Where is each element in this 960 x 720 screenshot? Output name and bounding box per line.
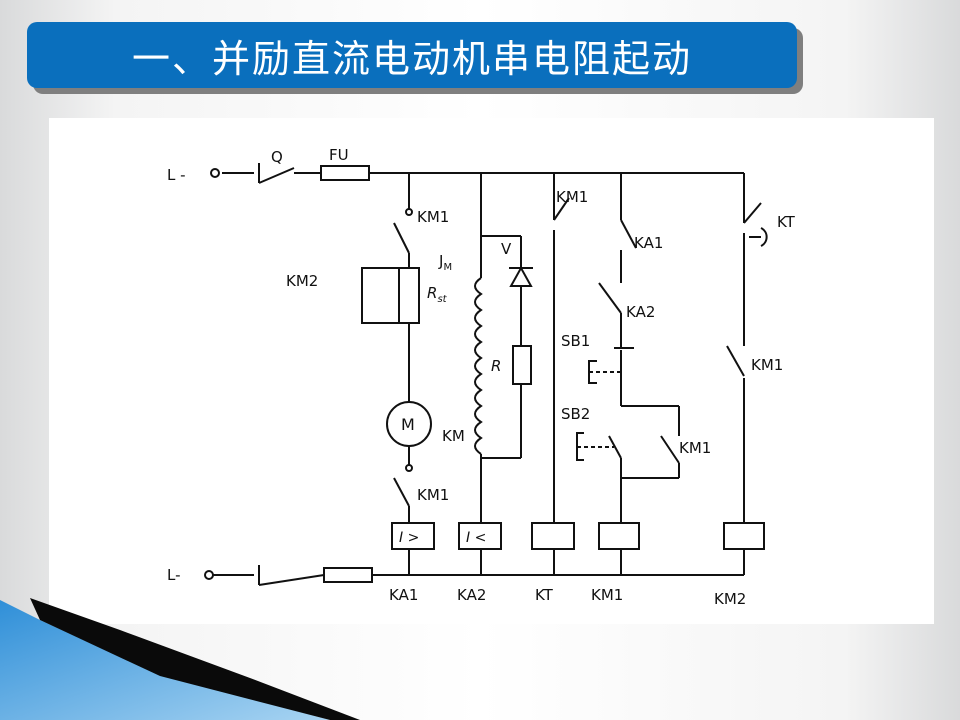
coil-km2 bbox=[723, 522, 765, 550]
kt-delay-arc bbox=[760, 227, 768, 247]
label-kt-contact: KT bbox=[777, 213, 796, 231]
label-km1-bottom: KM1 bbox=[417, 486, 449, 504]
label-ka2-contact: KA2 bbox=[626, 303, 655, 321]
slide-title: 一、并励直流电动机串电阻起动 bbox=[131, 36, 692, 81]
label-relay1: I > bbox=[399, 530, 419, 546]
relay-ka1 bbox=[391, 522, 435, 550]
km1-top-contact bbox=[393, 222, 410, 254]
label-v: V bbox=[501, 240, 512, 258]
label-km1-nc: KM1 bbox=[556, 188, 588, 206]
kt-time-contact bbox=[743, 202, 762, 224]
switch-q-blade bbox=[258, 167, 295, 184]
label-km-field: KM bbox=[442, 427, 465, 445]
label-km1-right: KM1 bbox=[751, 356, 783, 374]
diode bbox=[509, 265, 533, 287]
circuit-figure-panel: L - L- Q FU KM1 KM2 JM Rst V R M KM KM1 … bbox=[49, 118, 934, 624]
bottom-terminal bbox=[204, 570, 214, 580]
label-l-plus: L - bbox=[167, 166, 186, 184]
label-jm: JM bbox=[438, 252, 452, 273]
km1-hold-contact bbox=[660, 435, 680, 464]
label-sb2: SB2 bbox=[561, 405, 590, 423]
circuit-diagram: L - L- Q FU KM1 KM2 JM Rst V R M KM KM1 … bbox=[167, 146, 796, 608]
label-sb1: SB1 bbox=[561, 332, 590, 350]
field-winding bbox=[474, 277, 483, 455]
km1-right-contact bbox=[726, 345, 745, 377]
coil-kt bbox=[531, 522, 575, 550]
label-coil-km1: KM1 bbox=[591, 586, 623, 604]
label-coil-kt: KT bbox=[535, 586, 554, 604]
coil-km1 bbox=[598, 522, 640, 550]
fuse-top bbox=[320, 165, 370, 181]
km1-nc-contact bbox=[553, 197, 570, 221]
title-banner: 一、并励直流电动机串电阻起动 bbox=[27, 22, 797, 88]
sb2-contact bbox=[608, 435, 622, 459]
label-motor: M bbox=[401, 415, 415, 434]
km1-bottom-contact bbox=[393, 477, 410, 507]
top-terminal bbox=[210, 168, 220, 178]
label-km1-hold: KM1 bbox=[679, 439, 711, 457]
ka1-contact bbox=[620, 219, 637, 249]
fuse-bottom bbox=[323, 567, 373, 583]
label-coil-ka1: KA1 bbox=[389, 586, 418, 604]
label-coil-ka2: KA2 bbox=[457, 586, 486, 604]
ka2-contact bbox=[598, 282, 622, 314]
km2-bypass-box bbox=[361, 267, 420, 324]
label-l-minus: L- bbox=[167, 566, 181, 584]
label-coil-km2: KM2 bbox=[714, 590, 746, 608]
resistor-rst bbox=[398, 267, 420, 324]
label-q: Q bbox=[271, 148, 283, 166]
label-km1-top: KM1 bbox=[417, 208, 449, 226]
label-fu: FU bbox=[329, 146, 349, 164]
label-rst: Rst bbox=[427, 284, 448, 305]
label-ka1-contact: KA1 bbox=[634, 234, 663, 252]
label-relay2: I < bbox=[466, 530, 486, 546]
label-km2-left: KM2 bbox=[286, 272, 318, 290]
resistor-r bbox=[512, 345, 532, 385]
label-r: R bbox=[491, 357, 501, 375]
